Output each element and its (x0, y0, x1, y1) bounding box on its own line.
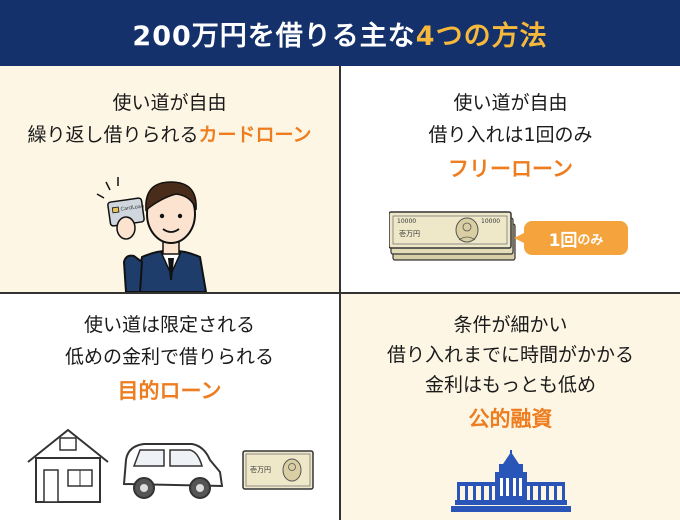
bill-denomination: 壱万円 (399, 229, 420, 238)
methods-grid: 使い道が自由 繰り返し借りられるカードローン CardLoan (0, 66, 680, 520)
bill-serial-left: 10000 (397, 218, 416, 225)
public-financing-line2: 借り入れまでに時間がかかる (386, 344, 634, 366)
card-loan-line2: 繰り返し借りられるカードローン (0, 120, 339, 150)
purpose-loan-name: 目的ローン (117, 379, 222, 403)
public-financing-line3: 金利はもっとも低め (424, 374, 596, 396)
government-building-icon (451, 450, 571, 512)
card-loan-desc: 繰り返し借りられる (27, 124, 199, 146)
bill-serial-right: 10000 (481, 218, 500, 225)
house-icon (27, 428, 109, 503)
bill-denomination-small: 壱万円 (250, 465, 271, 474)
free-loan-cell: 使い道が自由 借り入れは1回のみ フリーローン 10000 10000 壱万円 … (341, 66, 680, 292)
man-with-card-illustration: CardLoan (96, 177, 208, 292)
badge-suffix: のみ (577, 232, 604, 248)
free-loan-line1: 使い道が自由 (453, 92, 568, 114)
card-loan-cell: 使い道が自由 繰り返し借りられるカードローン CardLoan (0, 66, 339, 292)
purpose-loan-line1: 使い道は限定される (83, 314, 255, 336)
card-label: CardLoan (120, 203, 144, 212)
free-loan-name: フリーローン (448, 157, 573, 181)
car-icon (122, 443, 224, 499)
purpose-loan-line2: 低めの金利で借りられる (64, 346, 274, 368)
grid-divider-horizontal (0, 292, 680, 294)
banknote-stack-illustration: 10000 10000 壱万円 (389, 211, 516, 261)
public-financing-line1: 条件が細かい (453, 314, 568, 336)
header-title-highlight: 4つの方法 (415, 20, 548, 52)
once-only-badge: 1回のみ (514, 221, 628, 255)
header-title: 200万円を借りる主な (132, 20, 416, 52)
purpose-loan-cell: 使い道は限定される 低めの金利で借りられる 目的ローン 壱万円 (0, 294, 339, 520)
card-loan-name: カードローン (198, 124, 312, 146)
badge-count: 1回 (548, 230, 578, 251)
banknote-icon: 壱万円 (242, 450, 314, 490)
public-financing-cell: 条件が細かい 借り入れまでに時間がかかる 金利はもっとも低め 公的融資 (341, 294, 680, 520)
public-financing-name: 公的融資 (468, 407, 553, 431)
free-loan-line2: 借り入れは1回のみ (428, 124, 593, 146)
card-loan-line1: 使い道が自由 (112, 92, 227, 114)
